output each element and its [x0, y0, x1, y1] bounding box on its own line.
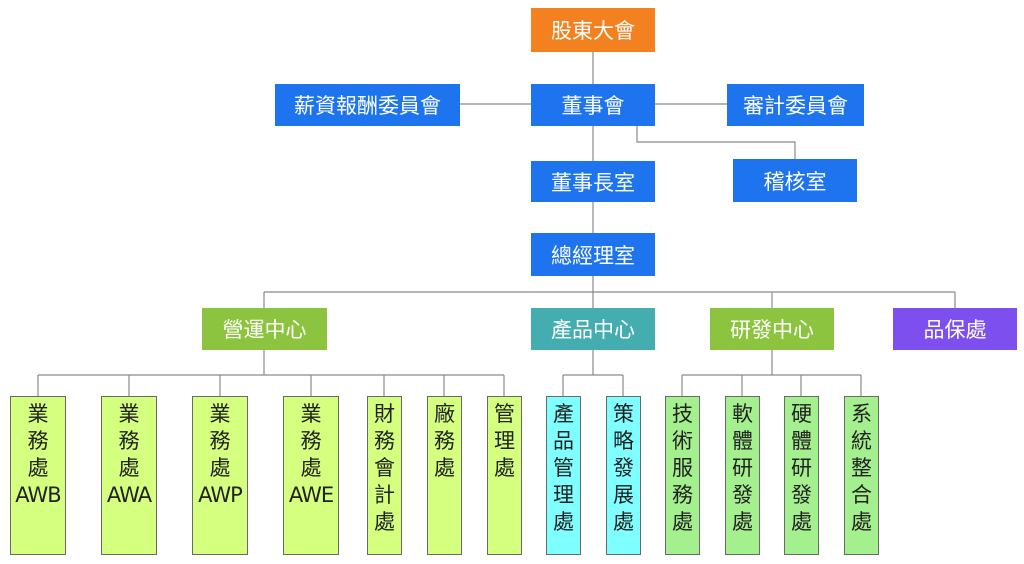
technical-service-division: 技 術 服 務 處 — [665, 396, 700, 555]
leaf-char: 處 — [209, 456, 231, 480]
general-manager-office-node: 總經理室 — [531, 233, 655, 276]
chairman-office-node: 董事長室 — [531, 161, 655, 202]
leaf-char: 研 — [732, 456, 753, 480]
leaf-char: 展 — [613, 483, 634, 507]
audit-office-node: 稽核室 — [733, 159, 857, 202]
leaf-char: 發 — [613, 456, 634, 480]
leaf-char: 略 — [613, 429, 634, 453]
leaf-char: 計 — [374, 483, 395, 507]
leaf-char: 系 — [851, 402, 872, 426]
leaf-char: 處 — [851, 510, 872, 534]
leaf-char: 處 — [553, 510, 574, 534]
leaf-char: 服 — [672, 456, 693, 480]
leaf-char: 發 — [732, 483, 753, 507]
leaf-char: 品 — [553, 429, 574, 453]
leaf-char: 務 — [374, 429, 395, 453]
leaf-char: 體 — [791, 429, 812, 453]
leaf-char: 業 — [209, 402, 231, 426]
system-integration-division: 系 統 整 合 處 — [844, 396, 879, 555]
leaf-char: 處 — [791, 510, 812, 534]
leaf-char: 處 — [434, 456, 455, 480]
leaf-char: 術 — [672, 429, 693, 453]
leaf-code: AWP — [198, 483, 243, 507]
leaf-code: AWA — [106, 483, 152, 507]
leaf-char: 管 — [553, 456, 574, 480]
management-division: 管 理 處 — [487, 396, 522, 555]
leaf-char: 處 — [672, 510, 693, 534]
leaf-char: 產 — [553, 402, 574, 426]
sales-division-awp: 業 務 處 AWP — [192, 396, 248, 555]
leaf-char: 體 — [732, 429, 753, 453]
leaf-char: 業 — [300, 402, 322, 426]
leaf-char: 理 — [553, 483, 574, 507]
leaf-code: AWB — [15, 483, 61, 507]
finance-accounting-division: 財 務 會 計 處 — [367, 396, 402, 555]
leaf-char: 務 — [434, 429, 455, 453]
leaf-char: 統 — [851, 429, 872, 453]
leaf-char: 處 — [300, 456, 322, 480]
leaf-char: 處 — [732, 510, 753, 534]
leaf-code: AWE — [288, 483, 334, 507]
sales-division-awa: 業 務 處 AWA — [101, 396, 157, 555]
leaf-char: 軟 — [732, 402, 753, 426]
leaf-char: 業 — [118, 402, 140, 426]
leaf-char: 處 — [494, 456, 515, 480]
leaf-char: 會 — [374, 456, 395, 480]
sales-division-awe: 業 務 處 AWE — [283, 396, 339, 555]
board-of-directors-node: 董事會 — [531, 84, 655, 126]
leaf-char: 務 — [672, 483, 693, 507]
rd-center-node: 研發中心 — [710, 308, 834, 350]
hardware-rd-division: 硬 體 研 發 處 — [784, 396, 819, 555]
shareholders-meeting-node: 股東大會 — [531, 8, 655, 52]
leaf-char: 務 — [118, 429, 140, 453]
software-rd-division: 軟 體 研 發 處 — [725, 396, 760, 555]
leaf-char: 處 — [374, 510, 395, 534]
leaf-char: 硬 — [791, 402, 812, 426]
leaf-char: 處 — [118, 456, 140, 480]
leaf-char: 合 — [851, 483, 872, 507]
operations-center-node: 營運中心 — [202, 308, 327, 350]
audit-committee-node: 審計委員會 — [727, 84, 864, 126]
leaf-char: 業 — [27, 402, 49, 426]
compensation-committee-node: 薪資報酬委員會 — [275, 84, 460, 126]
leaf-char: 研 — [791, 456, 812, 480]
leaf-char: 整 — [851, 456, 872, 480]
strategy-development-division: 策 略 發 展 處 — [606, 396, 641, 555]
qa-division-node: 品保處 — [893, 308, 1017, 350]
leaf-char: 技 — [672, 402, 693, 426]
plant-affairs-division: 廠 務 處 — [427, 396, 462, 555]
leaf-char: 務 — [27, 429, 49, 453]
leaf-char: 廠 — [434, 402, 455, 426]
leaf-char: 發 — [791, 483, 812, 507]
leaf-char: 理 — [494, 429, 515, 453]
product-management-division: 產 品 管 理 處 — [546, 396, 581, 555]
leaf-char: 處 — [613, 510, 634, 534]
leaf-char: 務 — [209, 429, 231, 453]
leaf-char: 處 — [27, 456, 49, 480]
product-center-node: 產品中心 — [531, 308, 655, 350]
leaf-char: 財 — [374, 402, 395, 426]
sales-division-awb: 業 務 處 AWB — [10, 396, 66, 555]
leaf-char: 策 — [613, 402, 634, 426]
leaf-char: 務 — [300, 429, 322, 453]
leaf-char: 管 — [494, 402, 515, 426]
